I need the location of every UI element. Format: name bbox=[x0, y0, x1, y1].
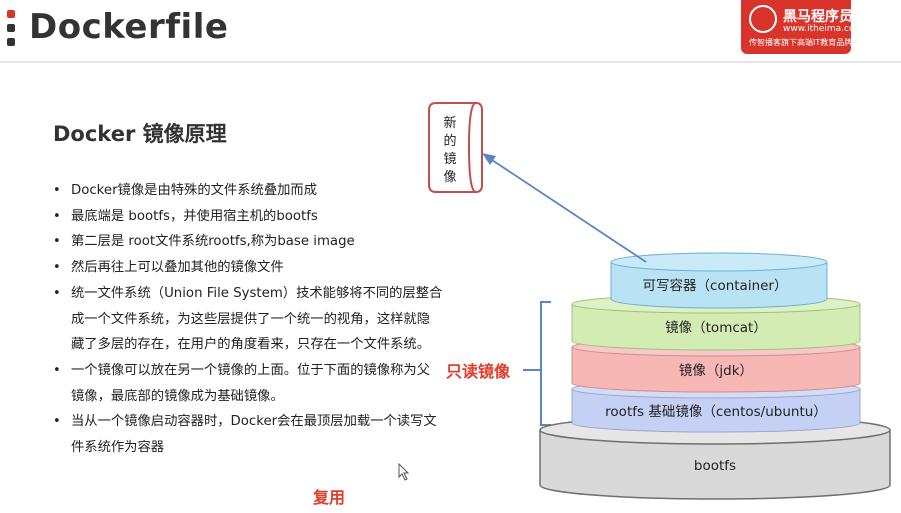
brand-logo-icon bbox=[749, 5, 777, 33]
bullet-item: 然后再往上可以叠加其他的镜像文件 bbox=[53, 255, 443, 281]
bullet-item: 最底端是 bootfs，并使用宿主机的bootfs bbox=[53, 204, 443, 230]
section-heading: Docker 镜像原理 bbox=[53, 122, 227, 146]
new-image-char: 像 bbox=[443, 170, 456, 185]
bullet-list: Docker镜像是由特殊的文件系统叠加而成 最底端是 bootfs，并使用宿主机… bbox=[53, 178, 443, 461]
readonly-bracket bbox=[540, 301, 551, 426]
title-marker-dark bbox=[7, 38, 15, 46]
bullet-item: 一个镜像可以放在另一个镜像的上面。位于下面的镜像称为父镜像，最底部的镜像成为基础… bbox=[53, 358, 443, 409]
brand-name: 黑马程序员 bbox=[783, 9, 853, 25]
new-image-char: 镜 bbox=[443, 152, 456, 167]
new-image-char: 新 bbox=[443, 115, 456, 131]
readonly-label: 只读镜像 bbox=[446, 362, 511, 381]
layer-bootfs-label: bootfs bbox=[694, 458, 736, 474]
reuse-label: 复用 bbox=[313, 488, 346, 507]
bullet-item: Docker镜像是由特殊的文件系统叠加而成 bbox=[53, 178, 443, 204]
header-divider bbox=[0, 61, 901, 63]
brand-slogan: 传智播客旗下高端IT教育品牌 bbox=[749, 38, 853, 47]
commit-arrow bbox=[488, 157, 647, 263]
new-image-char: 的 bbox=[443, 133, 456, 149]
new-image-cylinder: 新 的 镜 像 bbox=[428, 102, 483, 193]
mouse-pointer-icon bbox=[398, 463, 410, 481]
layer-rootfs-label: rootfs 基础镜像（centos/ubuntu） bbox=[605, 403, 827, 420]
layer-container-label: 可写容器（container） bbox=[643, 277, 788, 294]
layer-jdk-label: 镜像（jdk） bbox=[679, 363, 753, 379]
brand-logo-badge: 黑马程序员 www.itheima.com 传智播客旗下高端IT教育品牌 bbox=[741, 0, 863, 54]
bullet-item: 第二层是 root文件系统rootfs,称为base image bbox=[53, 229, 443, 255]
page-title: Dockerfile bbox=[29, 7, 229, 47]
bullet-item: 当从一个镜像启动容器时，Docker会在最顶层加载一个读写文件系统作为容器 bbox=[53, 409, 443, 460]
title-marker-red bbox=[7, 10, 15, 18]
title-marker-dark bbox=[7, 24, 15, 32]
commit-arrowhead-icon bbox=[482, 153, 496, 165]
brand-url: www.itheima.com bbox=[783, 24, 864, 34]
layer-container: 可写容器（container） bbox=[610, 252, 828, 309]
bullet-item: 统一文件系统（Union File System）技术能够将不同的层整合成一个文… bbox=[53, 281, 443, 358]
layer-tomcat-label: 镜像（tomcat） bbox=[665, 320, 767, 336]
